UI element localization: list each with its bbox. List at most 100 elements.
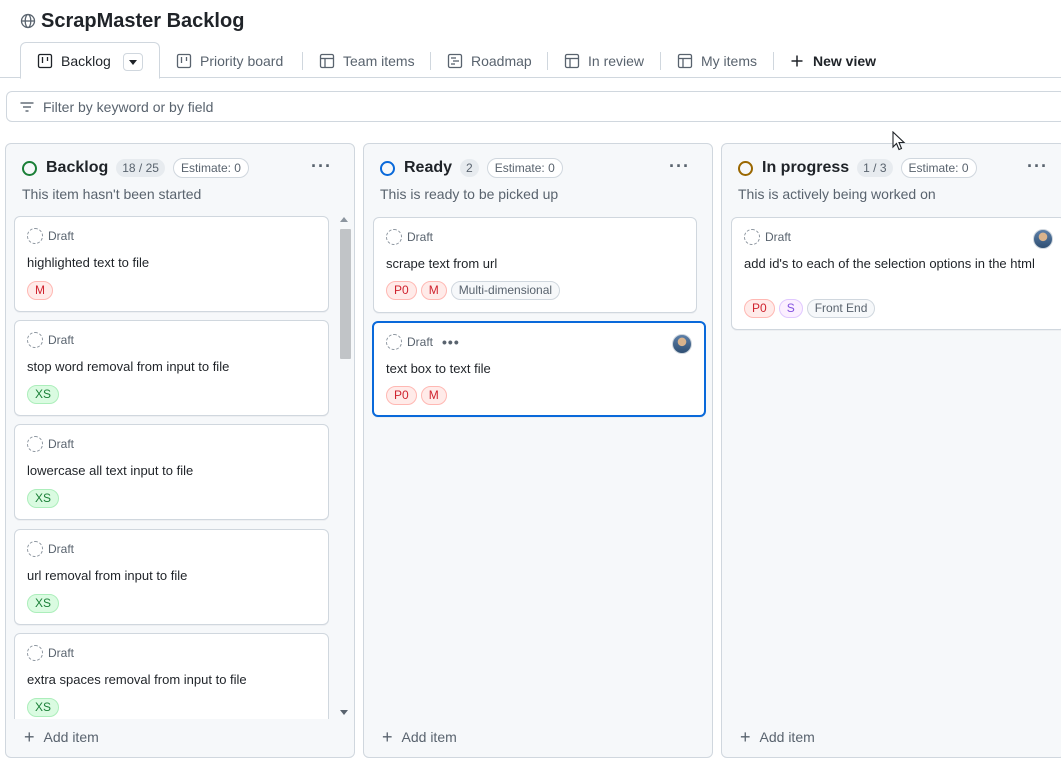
backlog-scrollbar[interactable] (338, 215, 351, 719)
card[interactable]: Draft url removal from input to file XS (14, 529, 329, 625)
card-labels: XS (27, 385, 60, 404)
tab-in-review[interactable]: In review (564, 43, 644, 78)
plus-icon: + (382, 727, 393, 747)
draft-status: Draft (386, 229, 433, 245)
priority-label: P0 (386, 386, 417, 405)
column-header: In progress 1 / 3 Estimate: 0 (738, 158, 977, 178)
column-description: This is actively being worked on (738, 186, 936, 202)
board-icon (176, 53, 192, 68)
tab-priority-board[interactable]: Priority board (176, 43, 283, 78)
backlog-card-list: Draft highlighted text to file M Draft s… (6, 215, 336, 719)
column-count: 18 / 25 (116, 159, 165, 177)
card-labels: XS (27, 698, 60, 717)
draft-label: Draft (48, 229, 75, 243)
card-title[interactable]: lowercase all text input to file (27, 463, 194, 478)
plus-icon: + (740, 727, 751, 747)
card-title[interactable]: text box to text file (386, 361, 491, 376)
view-tabs: Backlog Priority board Team items Roadma… (0, 40, 1061, 79)
size-label: XS (27, 698, 60, 717)
status-ring-icon (22, 160, 37, 176)
card-title[interactable]: extra spaces removal from input to file (27, 672, 247, 687)
card-title[interactable]: add id's to each of the selection option… (744, 256, 1035, 271)
column-estimate: Estimate: 0 (172, 158, 249, 178)
table-icon (319, 53, 335, 68)
draft-status: Draft (27, 645, 74, 661)
add-item-button[interactable]: +Add item (740, 727, 815, 747)
scroll-thumb[interactable] (340, 229, 351, 359)
tab-divider (773, 52, 774, 70)
avatar[interactable] (1033, 229, 1053, 249)
tab-label: Priority board (200, 52, 284, 69)
add-item-button[interactable]: +Add item (24, 728, 99, 746)
size-label: XS (27, 385, 60, 404)
draft-icon (27, 436, 43, 452)
card-title[interactable]: scrape text from url (386, 256, 498, 271)
column-menu-icon[interactable]: ··· (1027, 156, 1048, 176)
tab-divider (430, 52, 431, 70)
draft-icon (27, 332, 43, 348)
size-label: XS (27, 489, 60, 508)
column-title: Backlog (46, 159, 109, 176)
draft-status: Draft (27, 332, 74, 348)
card[interactable]: Draft add id's to each of the selection … (731, 217, 1061, 330)
draft-icon (27, 228, 43, 244)
plus-icon (791, 55, 803, 66)
card-labels: P0 M (386, 386, 447, 405)
size-label: M (420, 386, 447, 405)
tab-label: Roadmap (471, 52, 532, 69)
card[interactable]: Draft extra spaces removal from input to… (14, 633, 329, 719)
card-labels: XS (27, 489, 60, 508)
tab-label: Team items (343, 52, 415, 69)
filter-placeholder: Filter by keyword or by field (43, 98, 214, 115)
tab-options-chevron-down-icon[interactable] (123, 53, 143, 71)
category-label: Multi-dimensional (450, 281, 561, 300)
filter-icon (20, 101, 34, 112)
size-label: XS (27, 594, 60, 613)
column-title: Ready (404, 159, 453, 176)
add-item-label: Add item (401, 729, 457, 745)
tab-team-items[interactable]: Team items (319, 43, 415, 78)
status-ring-icon (380, 160, 395, 176)
table-icon (564, 53, 580, 68)
tab-roadmap[interactable]: Roadmap (447, 43, 532, 78)
card-labels: P0 S Front End (744, 299, 876, 318)
card-menu-icon[interactable]: ••• (442, 334, 460, 350)
add-item-button[interactable]: + Add item (382, 727, 457, 747)
scroll-down-arrow-icon[interactable] (340, 710, 348, 715)
tab-backlog[interactable]: Backlog (20, 42, 160, 79)
card[interactable]: Draft stop word removal from input to fi… (14, 320, 329, 416)
draft-status: Draft (27, 436, 74, 452)
card[interactable]: Draft scrape text from url P0 M Multi-di… (373, 217, 697, 313)
tab-divider (547, 52, 548, 70)
avatar[interactable] (672, 334, 692, 354)
card-labels: P0 M Multi-dimensional (386, 281, 561, 300)
add-item-label: Add item (43, 729, 99, 745)
new-view-button[interactable]: New view (789, 43, 876, 78)
column-count: 2 (460, 159, 479, 177)
column-estimate: Estimate: 0 (486, 158, 563, 178)
card-title[interactable]: url removal from input to file (27, 568, 188, 583)
scroll-up-arrow-icon[interactable] (340, 217, 348, 222)
mouse-cursor-icon (892, 131, 906, 151)
card-title[interactable]: highlighted text to file (27, 255, 150, 270)
column-description: This is ready to be picked up (380, 186, 559, 202)
draft-status: Draft (27, 541, 74, 557)
priority-label: P0 (386, 281, 417, 300)
column-menu-icon[interactable]: ··· (669, 156, 690, 176)
filter-input[interactable]: Filter by keyword or by field (6, 91, 1061, 122)
tab-my-items[interactable]: My items (677, 43, 757, 78)
draft-label: Draft (407, 230, 434, 244)
card-title[interactable]: stop word removal from input to file (27, 359, 230, 374)
tab-label: In review (588, 52, 645, 69)
card[interactable]: Draft highlighted text to file M (14, 216, 329, 312)
card-selected[interactable]: Draft••• text box to text file P0 M (372, 321, 706, 417)
column-menu-icon[interactable]: ··· (311, 156, 332, 176)
draft-status: Draft (744, 229, 791, 245)
draft-icon (744, 229, 760, 245)
globe-icon (20, 13, 36, 29)
column-header: Backlog 18 / 25 Estimate: 0 (22, 158, 249, 178)
draft-icon (27, 645, 43, 661)
card[interactable]: Draft lowercase all text input to file X… (14, 424, 329, 520)
tab-label: My items (701, 52, 757, 69)
column-title: In progress (762, 159, 850, 176)
